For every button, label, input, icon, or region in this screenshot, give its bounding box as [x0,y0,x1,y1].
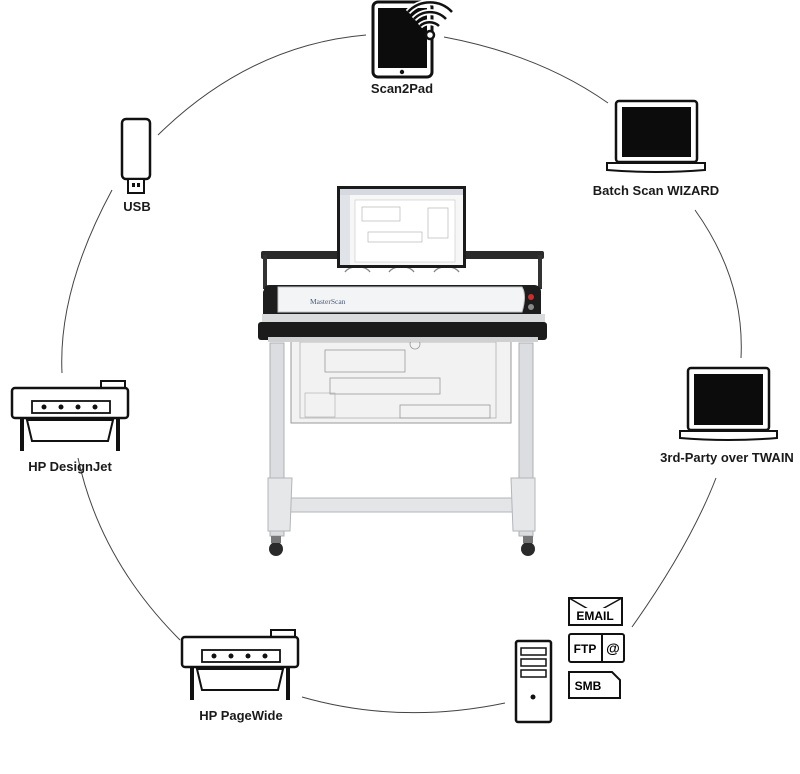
scanner-body: MasterScan [258,251,547,342]
scanner-touch-monitor [337,186,466,268]
connection-ring [61,34,742,714]
link-usb-scan2pad [157,34,367,136]
link-server-pagewide [301,696,506,714]
ftp-folder-icon: FTP @ [568,633,625,663]
email-tag-label: EMAIL [576,609,613,623]
tablet-icon [371,0,455,79]
hp-designjet-label: HP DesignJet [28,459,112,474]
scanner-brand-logo: MasterScan [310,297,346,306]
scanner-stand [267,342,536,556]
hp-pagewide-label: HP PageWide [199,708,283,723]
usb-label: USB [123,199,151,214]
smb-share-icon: SMB [568,671,621,699]
link-twain-server [631,477,717,628]
ftp-tag-label: FTP [574,642,597,656]
batch-scan-wizard-label: Batch Scan WIZARD [592,183,720,198]
usb-stick-icon [120,117,152,194]
link-batch-twain [694,209,742,359]
scanned-drawing-sheet [290,335,512,424]
link-pagewide-designjet [77,457,181,641]
pagewide-printer-icon [180,629,300,700]
link-designjet-usb [61,189,113,374]
server-tower-icon [514,639,553,724]
laptop-icon-twain [679,366,778,441]
link-scan2pad-batch [443,36,609,104]
scan2pad-label: Scan2Pad [370,81,434,96]
email-envelope-icon: EMAIL [568,597,623,626]
smb-tag-label: SMB [575,679,602,693]
twain-label: 3rd-Party over TWAIN [660,450,794,465]
ftp-at-symbol: @ [606,640,620,656]
laptop-icon [606,99,706,173]
designjet-printer-icon [10,380,130,451]
